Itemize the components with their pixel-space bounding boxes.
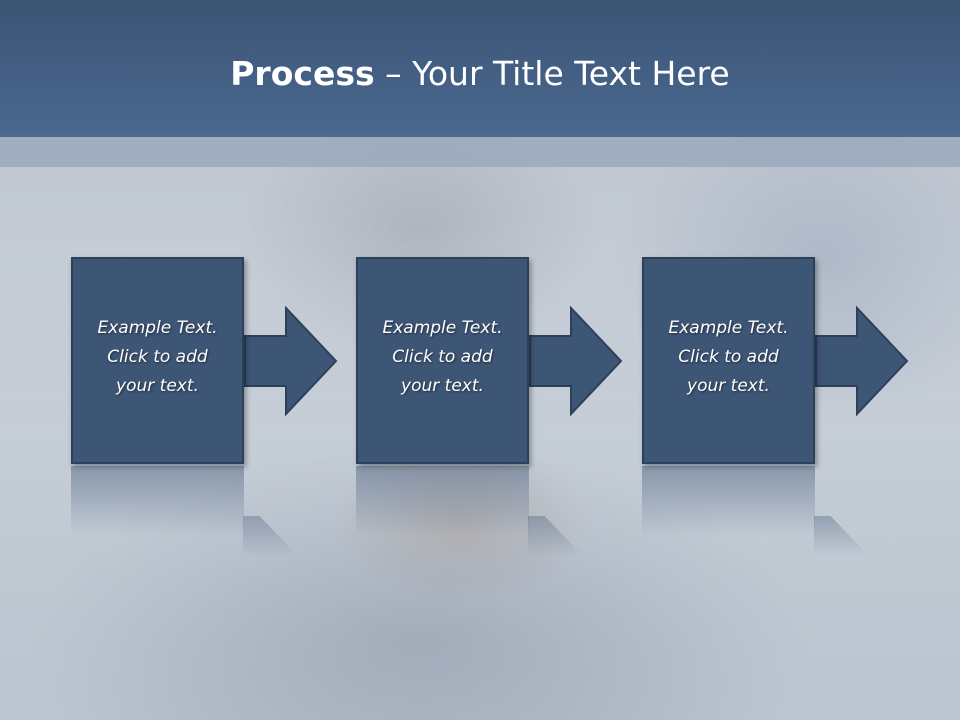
right-arrow-icon [529,306,623,416]
slide-title-bold: Process [230,54,375,93]
step-3-reflection [642,466,815,536]
process-step-2[interactable]: Example Text. Click to add your text. [356,257,529,464]
step-2-text: Example Text. Click to add your text. [382,318,503,396]
slide-title[interactable]: Process – Your Title Text Here [0,52,960,96]
slide-title-rest: – Your Title Text Here [374,54,730,93]
process-step-1[interactable]: Example Text. Click to add your text. [71,257,244,464]
title-bar [0,0,960,137]
step-2-reflection [356,466,529,536]
right-arrow-icon [815,306,909,416]
step-1-reflection [71,466,244,536]
right-arrow-icon [244,306,338,416]
step-1-text: Example Text. Click to add your text. [97,318,218,396]
process-step-3[interactable]: Example Text. Click to add your text. [642,257,815,464]
title-bar-strip [0,137,960,167]
step-3-text: Example Text. Click to add your text. [668,318,789,396]
